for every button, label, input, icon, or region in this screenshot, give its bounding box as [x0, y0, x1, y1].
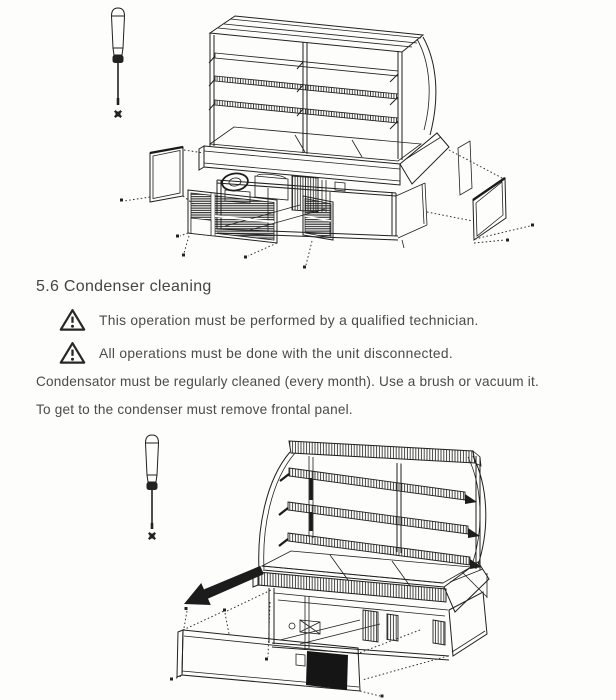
warning-triangle-icon — [59, 341, 86, 365]
display-case-drawing — [120, 15, 534, 269]
body-paragraph: Condensator must be regularly cleaned (e… — [36, 374, 539, 389]
ventilation-grille-right — [302, 195, 334, 241]
base-frame — [268, 588, 488, 661]
screw-icon — [147, 531, 157, 541]
side-panel-left — [149, 145, 184, 203]
frontal-panel — [176, 629, 361, 692]
assembly-guide-lines — [120, 149, 534, 269]
warning-text: All operations must be done with the uni… — [99, 345, 453, 361]
assembly-guide-lines — [170, 589, 449, 698]
warning-triangle-icon — [59, 308, 86, 332]
figure-exploded-side-panels — [0, 0, 616, 274]
body-paragraph: To get to the condenser must remove fron… — [36, 402, 353, 417]
warning-row: This operation must be performed by a qu… — [59, 308, 479, 332]
shelves — [278, 467, 482, 569]
ventilation-grille-left — [187, 189, 278, 244]
screw-icon — [113, 109, 123, 119]
removal-direction-arrow — [184, 565, 264, 605]
curved-display-case-drawing — [170, 440, 490, 698]
figure-frontal-panel-removal — [0, 430, 616, 700]
screwdriver-icon — [145, 434, 159, 541]
screwdriver-icon — [111, 7, 125, 119]
warning-text: This operation must be performed by a qu… — [99, 312, 479, 328]
warning-row: All operations must be done with the uni… — [59, 341, 453, 365]
shelves — [208, 52, 399, 130]
section-heading: 5.6 Condenser cleaning — [36, 278, 212, 295]
side-panel-right — [472, 177, 507, 241]
